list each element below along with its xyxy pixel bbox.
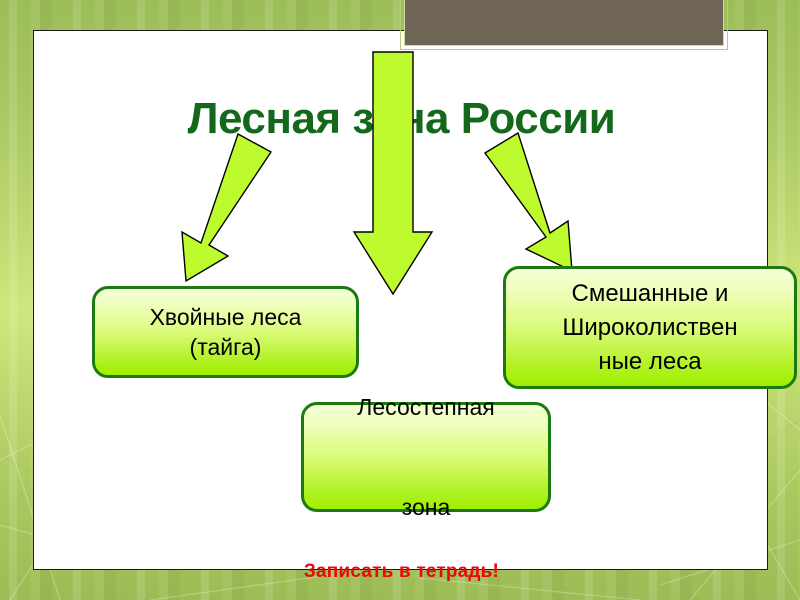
picture-placeholder (400, 0, 728, 50)
concept-box-mixed-broadleaf-forests[interactable]: Смешанные и Широколиствен ные леса (503, 266, 797, 389)
arrow-left-icon (181, 132, 273, 283)
arrow-center-icon (352, 51, 434, 296)
write-in-notebook-note: Записать в тетрадь! (303, 561, 500, 582)
page-title: Лесная зона России (187, 94, 616, 143)
slide-content-panel: Лесная зона России Хвойные леса (тайга) … (33, 30, 797, 582)
arrow-right-icon (483, 131, 573, 273)
concept-box-forest-steppe-zone[interactable]: Лесостепная зона (301, 394, 551, 520)
concept-box-coniferous-forests[interactable]: Хвойные леса (тайга) (92, 286, 359, 378)
